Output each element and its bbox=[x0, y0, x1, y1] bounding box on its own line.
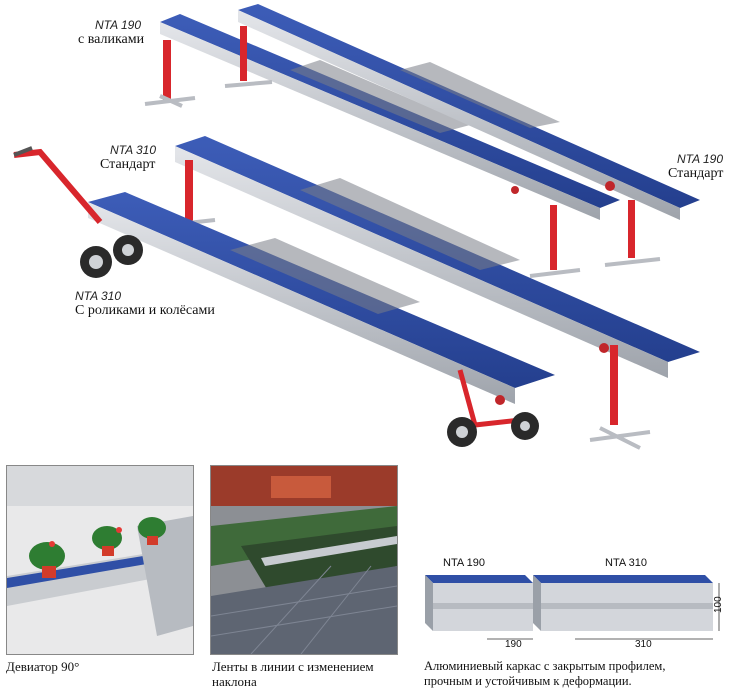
conveyor-nta190-standard bbox=[224, 4, 700, 267]
label-nta190-top-model: NTA 190 bbox=[95, 18, 142, 32]
conveyor-nta310-wheels bbox=[13, 146, 555, 447]
incline-photo-art bbox=[211, 466, 397, 654]
caption-deviator: Девиатор 90° bbox=[6, 659, 80, 674]
label-nta310-wheel-model: NTA 310 bbox=[75, 289, 122, 303]
profile-height-100: 100 bbox=[713, 596, 724, 613]
photo-deviator bbox=[6, 465, 194, 655]
caption-incline-line1: Ленты в линии с изменением bbox=[212, 659, 374, 674]
conveyor-nta190-rollers bbox=[144, 14, 620, 278]
caption-profile-line2: прочным и устойчивым к деформации. bbox=[424, 674, 632, 688]
conveyor-nta310-standard bbox=[159, 136, 700, 450]
profile-label-nta310: NTA 310 bbox=[605, 557, 647, 569]
profile-width-190: 190 bbox=[505, 639, 522, 650]
photo-incline-line bbox=[210, 465, 398, 655]
label-nta310-wheel-desc: С роликами и колёсами bbox=[75, 303, 215, 318]
profile-label-nta190: NTA 190 bbox=[443, 557, 485, 569]
label-nta310-mid-model: NTA 310 bbox=[110, 143, 157, 157]
caption-incline-line2: наклона bbox=[212, 674, 257, 689]
profile-diagram-art bbox=[425, 575, 720, 640]
conveyor-illustration bbox=[13, 4, 700, 450]
caption-incline-line: Ленты в линии с изменением наклона bbox=[212, 659, 374, 689]
label-nta190-right-model: NTA 190 bbox=[677, 152, 724, 166]
profile-diagram: NTA 190 NTA 310 190 310 100 bbox=[415, 553, 730, 653]
profile-width-310: 310 bbox=[635, 639, 652, 650]
caption-profile-line1: Алюминиевый каркас с закрытым профилем, bbox=[424, 659, 666, 673]
label-nta310-mid-desc: Стандарт bbox=[100, 157, 156, 172]
caption-profile: Алюминиевый каркас с закрытым профилем, … bbox=[424, 659, 729, 689]
label-nta190-top-desc: с валиками bbox=[78, 32, 145, 47]
deviator-photo-art bbox=[7, 466, 193, 654]
label-nta190-right-desc: Стандарт bbox=[668, 166, 724, 181]
